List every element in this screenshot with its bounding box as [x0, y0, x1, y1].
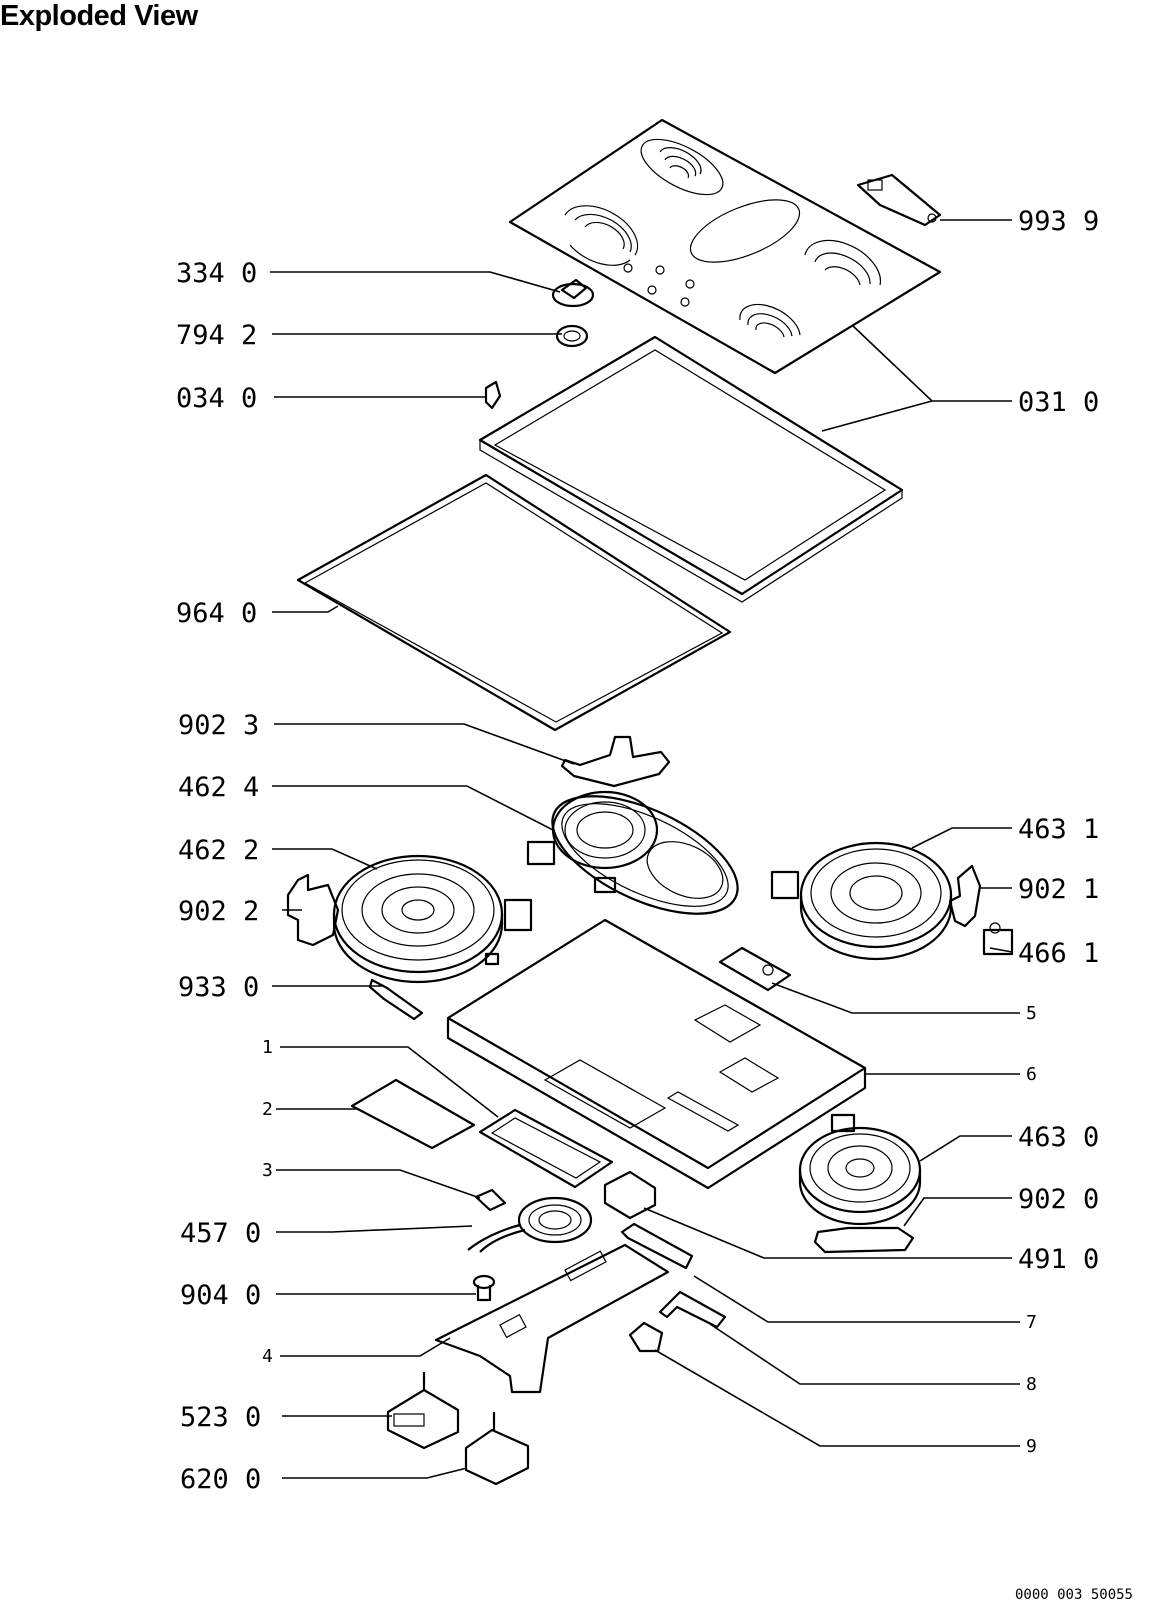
relay-491	[603, 1170, 657, 1220]
ring-794	[555, 324, 589, 348]
label-794-2: 794 2	[176, 320, 257, 351]
coil-457	[467, 1196, 593, 1253]
plate-2	[350, 1078, 476, 1150]
label-031-0: 031 0	[1018, 387, 1099, 418]
part-8	[658, 1290, 727, 1329]
bracket-902-1	[948, 864, 982, 928]
label-523-0: 523 0	[180, 1402, 261, 1433]
label-7: 7	[1026, 1312, 1037, 1333]
part-9	[628, 1321, 664, 1353]
label-3: 3	[262, 1160, 273, 1181]
label-902-2: 902 2	[178, 896, 259, 927]
ceramic-hob-top	[508, 118, 942, 375]
frame-1	[478, 1108, 614, 1189]
clip-034	[484, 380, 502, 410]
fuse-904	[472, 1274, 496, 1302]
energy-regulator-523	[386, 1372, 460, 1450]
label-902-1: 902 1	[1018, 874, 1099, 905]
label-034-0: 034 0	[176, 383, 257, 414]
label-964-0: 964 0	[176, 598, 257, 629]
switch-620	[464, 1412, 530, 1486]
round-heater-462-2	[332, 854, 533, 984]
label-5: 5	[1026, 1003, 1037, 1024]
label-462-4: 462 4	[178, 772, 259, 803]
part-3	[474, 1188, 507, 1212]
label-8: 8	[1026, 1374, 1037, 1395]
sensor-933	[368, 978, 424, 1021]
frame-031	[478, 335, 904, 603]
label-9: 9	[1026, 1436, 1037, 1457]
label-1: 1	[262, 1037, 273, 1058]
label-993-9: 993 9	[1018, 206, 1099, 237]
label-4: 4	[262, 1346, 273, 1367]
bracket-902-2	[286, 873, 340, 947]
bracket-993	[856, 173, 942, 227]
gasket-964	[296, 473, 732, 732]
label-904-0: 904 0	[180, 1280, 261, 1311]
label-463-0: 463 0	[1018, 1122, 1099, 1153]
label-334-0: 334 0	[176, 258, 257, 289]
label-6: 6	[1026, 1064, 1037, 1085]
label-466-1: 466 1	[1018, 938, 1099, 969]
cover-5	[718, 946, 792, 992]
label-620-0: 620 0	[180, 1464, 261, 1495]
bracket-902-0	[813, 1226, 915, 1254]
label-2: 2	[262, 1099, 273, 1120]
label-491-0: 491 0	[1018, 1244, 1099, 1275]
knob-334	[551, 278, 595, 308]
part-7	[620, 1222, 694, 1270]
bracket-902-3	[560, 735, 671, 788]
label-902-0: 902 0	[1018, 1184, 1099, 1215]
label-463-1: 463 1	[1018, 814, 1099, 845]
label-457-0: 457 0	[180, 1218, 261, 1249]
part-labels: 993 9 334 0 794 2 034 0 031 0 964 0 902 …	[176, 206, 1099, 1495]
oval-heater-462-4	[526, 790, 739, 915]
page-title: Exploded View	[0, 0, 198, 32]
leader-lines	[270, 219, 1020, 1479]
label-933-0: 933 0	[178, 972, 259, 1003]
mounting-plate-4	[434, 1243, 670, 1394]
switch-466	[982, 922, 1014, 956]
housing-6	[446, 918, 867, 1190]
round-heater-463-0	[798, 1113, 922, 1226]
label-902-3: 902 3	[178, 710, 259, 741]
label-462-2: 462 2	[178, 835, 259, 866]
drawing-code: 0000 003 50055	[1014, 1587, 1133, 1603]
round-heater-463-1	[770, 841, 953, 961]
